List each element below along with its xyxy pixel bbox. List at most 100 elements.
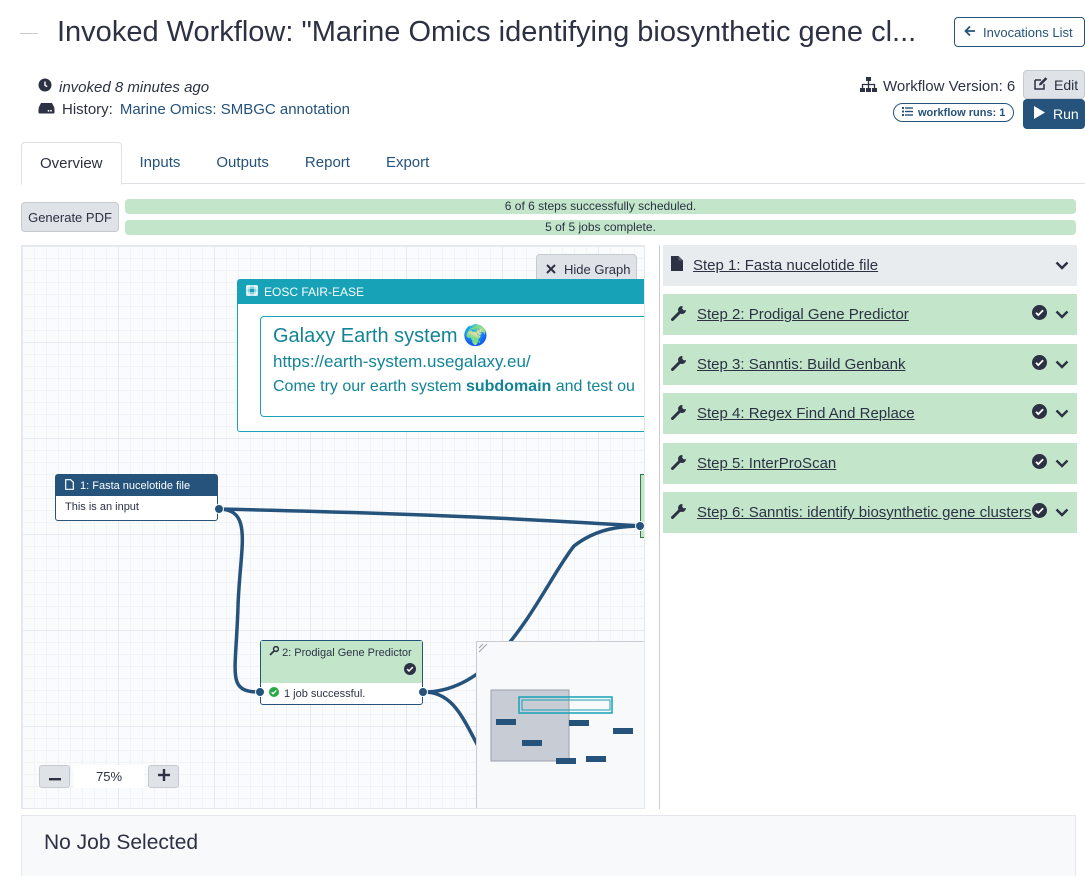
generate-pdf-button[interactable]: Generate PDF bbox=[21, 202, 119, 232]
page-title: Invoked Workflow: "Marine Omics identify… bbox=[57, 16, 917, 48]
tab-export[interactable]: Export bbox=[385, 154, 430, 171]
step-controls bbox=[1055, 245, 1069, 286]
edit-label: Edit bbox=[1054, 76, 1079, 93]
input-node-output-port[interactable] bbox=[214, 504, 224, 514]
step-controls bbox=[1032, 443, 1069, 484]
workflow-runs-text: workflow runs: 1 bbox=[918, 106, 1006, 119]
prodigal-input-port[interactable] bbox=[255, 687, 265, 697]
invocations-list-label: Invocations List bbox=[983, 24, 1073, 40]
step-item-1[interactable]: Step 1: Fasta nucelotide file bbox=[663, 245, 1077, 286]
history-info: History: Marine Omics: SMBGC annotation bbox=[38, 101, 350, 118]
check-circle-icon bbox=[1032, 355, 1047, 374]
input-node-title: 1: Fasta nucelotide file bbox=[80, 479, 191, 492]
hdd-icon bbox=[38, 101, 55, 118]
arrow-left-icon bbox=[964, 25, 976, 40]
wrench-icon bbox=[671, 503, 687, 523]
prodigal-node-title: 2: Prodigal Gene Predictor bbox=[282, 647, 412, 659]
prodigal-node-status: 1 job successful. bbox=[284, 687, 366, 700]
wrench-icon bbox=[671, 305, 687, 325]
tab-inputs[interactable]: Inputs bbox=[139, 154, 181, 171]
edge-prodigal-to-step bbox=[423, 524, 643, 694]
steps-list: Step 1: Fasta nucelotide file Step 2: Pr… bbox=[659, 245, 1077, 809]
prodigal-node[interactable]: 2: Prodigal Gene Predictor 1 job success… bbox=[255, 640, 428, 705]
input-node-header: 1: Fasta nucelotide file bbox=[56, 475, 217, 496]
comment-text-c: and test ou bbox=[551, 378, 635, 395]
invocation-time: invoked 8 minutes ago bbox=[38, 78, 209, 96]
offscreen-node[interactable] bbox=[635, 474, 644, 538]
tab-overview[interactable]: Overview bbox=[21, 142, 122, 185]
zoom-out-button[interactable] bbox=[39, 765, 70, 788]
invocations-list-button[interactable]: Invocations List bbox=[954, 17, 1085, 47]
workflow-runs-badge[interactable]: workflow runs: 1 bbox=[893, 103, 1015, 122]
job-details-panel: No Job Selected bbox=[21, 815, 1076, 876]
jobs-progress-text: 5 of 5 jobs complete. bbox=[545, 220, 656, 234]
clock-icon bbox=[38, 78, 52, 96]
check-circle-icon bbox=[1032, 404, 1047, 423]
history-link[interactable]: Marine Omics: SMBGC annotation bbox=[119, 101, 350, 118]
step-item-4[interactable]: Step 4: Regex Find And Replace bbox=[663, 393, 1077, 434]
chevron-down-icon bbox=[1055, 405, 1069, 422]
zoom-level[interactable]: 75% bbox=[74, 765, 144, 788]
input-node-body: This is an input bbox=[65, 501, 139, 513]
tab-outputs[interactable]: Outputs bbox=[216, 154, 269, 171]
close-icon bbox=[546, 262, 556, 277]
edit-icon bbox=[1034, 76, 1048, 93]
step-label: Step 2: Prodigal Gene Predictor bbox=[697, 306, 909, 323]
step-item-3[interactable]: Step 3: Sanntis: Build Genbank bbox=[663, 344, 1077, 385]
step-label: Step 4: Regex Find And Replace bbox=[697, 405, 915, 422]
zoom-in-button[interactable] bbox=[148, 765, 179, 788]
jobs-progress-bar: 5 of 5 jobs complete. bbox=[125, 220, 1076, 235]
frame-title: EOSC FAIR-EASE bbox=[264, 285, 365, 299]
file-icon bbox=[671, 256, 683, 275]
prodigal-node-body: 1 job successful. bbox=[261, 683, 422, 704]
chevron-down-icon bbox=[1055, 257, 1069, 274]
step-item-2[interactable]: Step 2: Prodigal Gene Predictor bbox=[663, 294, 1077, 335]
file-icon bbox=[65, 478, 74, 493]
frame-header: EOSC FAIR-EASE bbox=[238, 280, 644, 304]
check-circle-icon bbox=[1032, 305, 1047, 324]
run-button[interactable]: Run bbox=[1023, 99, 1085, 129]
comment-text: Come try our earth system subdomain and … bbox=[273, 378, 644, 396]
invoked-text: invoked 8 minutes ago bbox=[59, 78, 210, 96]
play-icon bbox=[1034, 106, 1045, 122]
step-item-5[interactable]: Step 5: InterProScan bbox=[663, 443, 1077, 484]
comment-frame[interactable]: EOSC FAIR-EASE Galaxy Earth system 🌍 htt… bbox=[237, 279, 644, 432]
wrench-icon bbox=[671, 454, 687, 474]
workflow-graph-canvas[interactable]: Hide Graph EOSC FAIR-EASE Galaxy Earth s… bbox=[21, 245, 645, 809]
markdown-comment[interactable]: Galaxy Earth system 🌍 https://earth-syst… bbox=[260, 316, 644, 417]
check-circle-icon bbox=[1032, 454, 1047, 473]
hide-graph-label: Hide Graph bbox=[564, 261, 631, 277]
comment-text-a: Come try our earth system bbox=[273, 378, 466, 395]
chevron-down-icon bbox=[1055, 504, 1069, 521]
wrench-icon bbox=[269, 645, 282, 659]
wrench-icon bbox=[671, 355, 687, 375]
graph-minimap[interactable] bbox=[476, 641, 644, 808]
step-label: Step 5: InterProScan bbox=[697, 455, 837, 472]
job-panel-title: No Job Selected bbox=[44, 831, 199, 854]
run-label: Run bbox=[1053, 106, 1079, 122]
workflow-edges bbox=[217, 507, 643, 747]
edge-input-to-prodigal bbox=[217, 507, 261, 694]
header-divider bbox=[20, 33, 38, 34]
edit-button[interactable]: Edit bbox=[1023, 70, 1085, 99]
step-label: Step 6: Sanntis: identify biosynthetic g… bbox=[697, 504, 1032, 521]
comment-link[interactable]: https://earth-system.usegalaxy.eu/ bbox=[273, 352, 531, 371]
input-node[interactable]: 1: Fasta nucelotide file This is an inpu… bbox=[55, 474, 224, 521]
prodigal-node-header: 2: Prodigal Gene Predictor bbox=[261, 641, 422, 683]
offscreen-node-input-port[interactable] bbox=[635, 521, 644, 531]
prodigal-output-port[interactable] bbox=[418, 687, 428, 697]
step-controls bbox=[1032, 492, 1069, 533]
tab-report[interactable]: Report bbox=[304, 154, 350, 171]
minus-icon bbox=[48, 768, 61, 785]
step-controls bbox=[1032, 344, 1069, 385]
plus-icon bbox=[157, 768, 170, 785]
step-label: Step 1: Fasta nucelotide file bbox=[693, 257, 879, 274]
steps-progress-fill bbox=[125, 199, 1076, 214]
minimap-drawing bbox=[478, 643, 633, 764]
list-icon bbox=[902, 106, 913, 119]
workflow-version-text: Workflow Version: 6 bbox=[883, 78, 1016, 95]
step-controls bbox=[1032, 393, 1069, 434]
comment-heading: Galaxy Earth system 🌍 bbox=[273, 325, 488, 347]
step-item-6[interactable]: Step 6: Sanntis: identify biosynthetic g… bbox=[663, 492, 1077, 533]
edge-input-to-step bbox=[217, 507, 643, 528]
